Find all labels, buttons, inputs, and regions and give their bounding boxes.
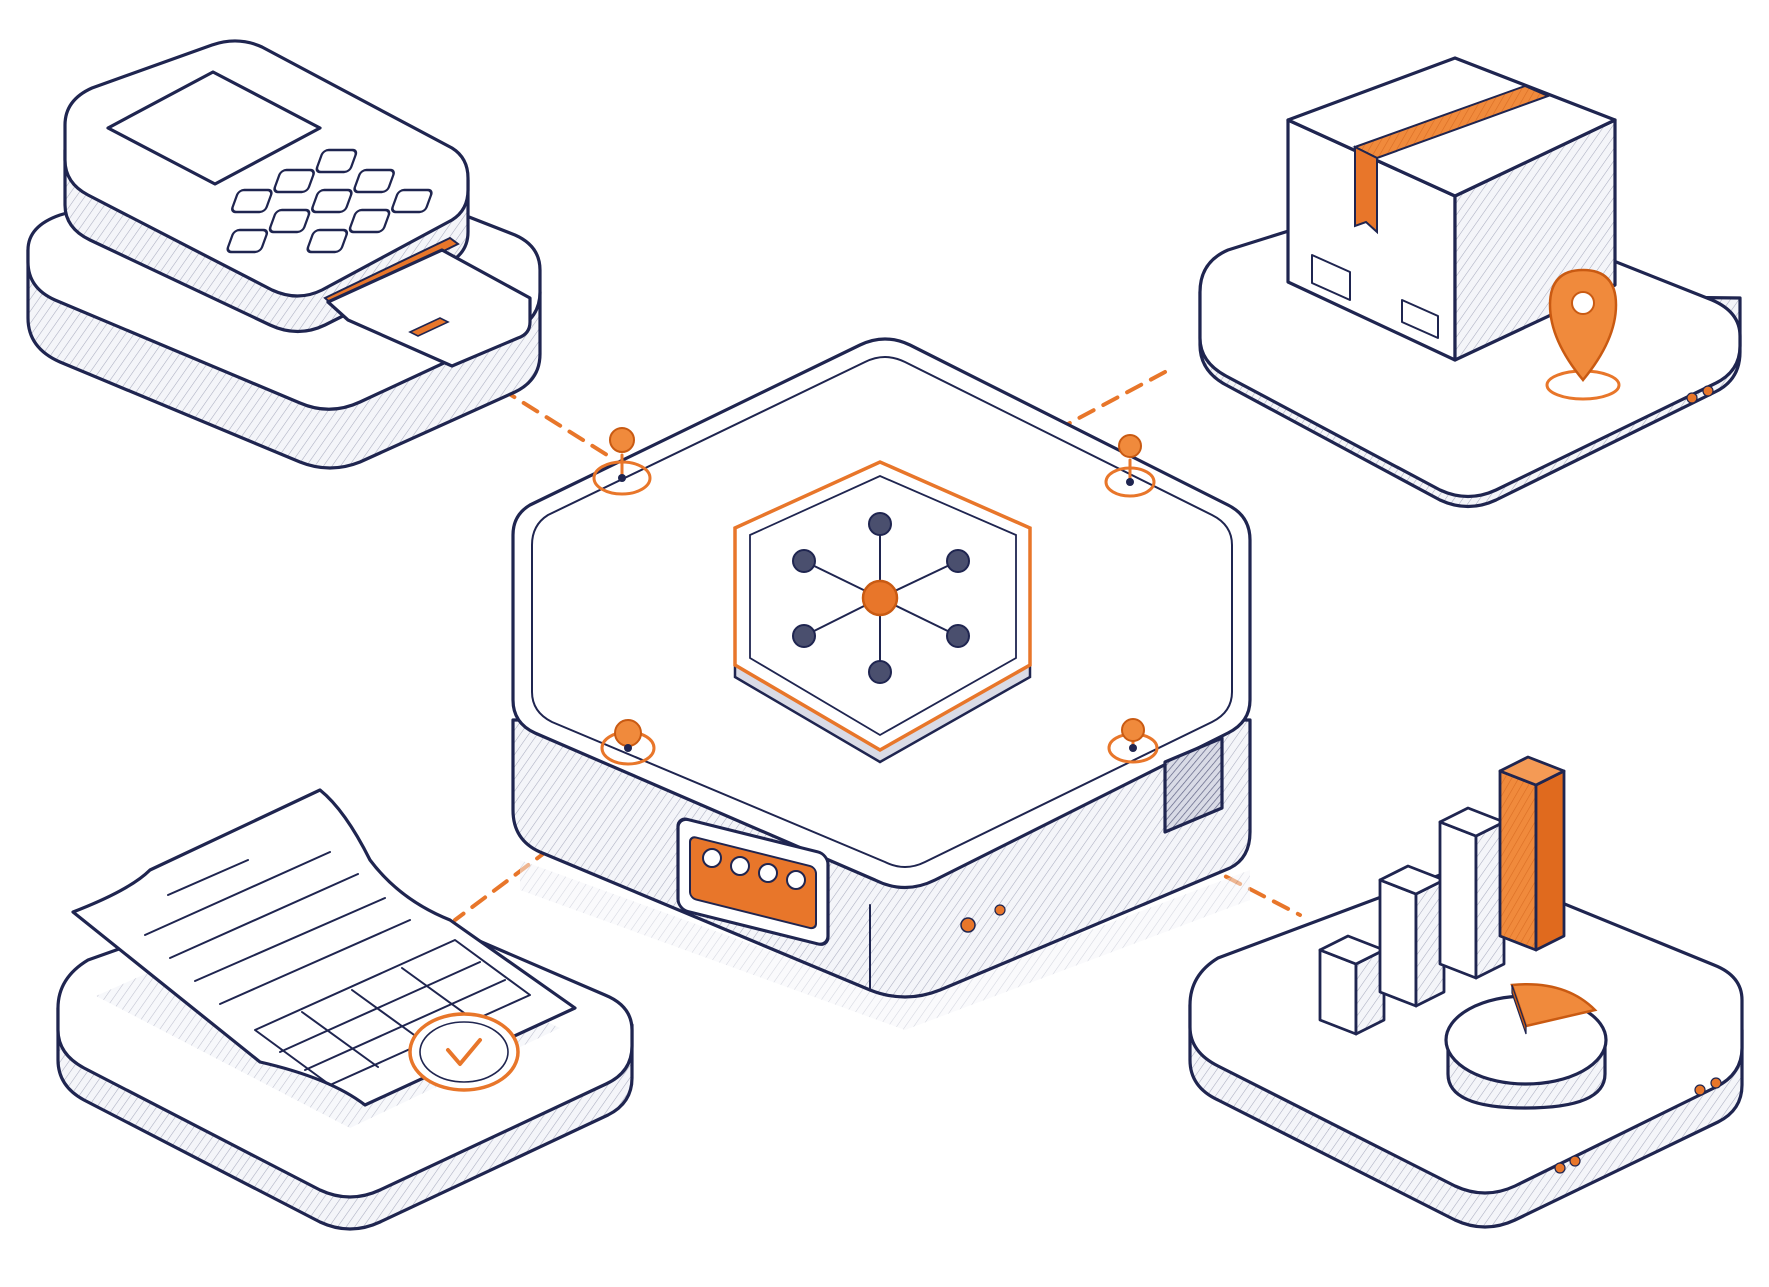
package-location-icon [1286, 56, 1621, 401]
card-chip [408, 317, 450, 337]
pin-bottom-left [600, 719, 656, 766]
module-invoicing [56, 788, 634, 1231]
module-analytics [1188, 755, 1744, 1229]
status-light [960, 917, 976, 933]
bar-side-4 [1534, 769, 1566, 952]
pin-top-left [592, 427, 652, 496]
bar-front-3 [1438, 820, 1478, 980]
pie-chart [1444, 983, 1608, 1110]
port-led-4 [786, 870, 806, 890]
port-led-2 [730, 856, 750, 876]
bar-top-4 [1498, 755, 1566, 787]
pin-top-right [1104, 434, 1156, 498]
bar-front-4 [1498, 769, 1538, 952]
central-hub [511, 337, 1252, 1030]
module-shipping [1198, 56, 1742, 509]
port-led-1 [702, 848, 722, 868]
hub-network-icon [733, 460, 1032, 764]
module-payments [26, 39, 542, 470]
pie-highlight-slice [1510, 983, 1598, 1028]
bar-front-2 [1378, 878, 1418, 1008]
port-led-3 [758, 863, 778, 883]
vent-grille [1163, 736, 1224, 834]
ethernet-port-panel [676, 817, 830, 946]
location-pin-icon [1548, 268, 1618, 382]
bar-pie-chart-icon [1318, 755, 1566, 1036]
check-stamp-icon [408, 1012, 520, 1092]
invoice-document-check-icon [71, 788, 577, 1128]
pin-bottom-right [1107, 718, 1159, 764]
card-payment-terminal-icon [63, 39, 532, 368]
status-light [994, 904, 1006, 916]
